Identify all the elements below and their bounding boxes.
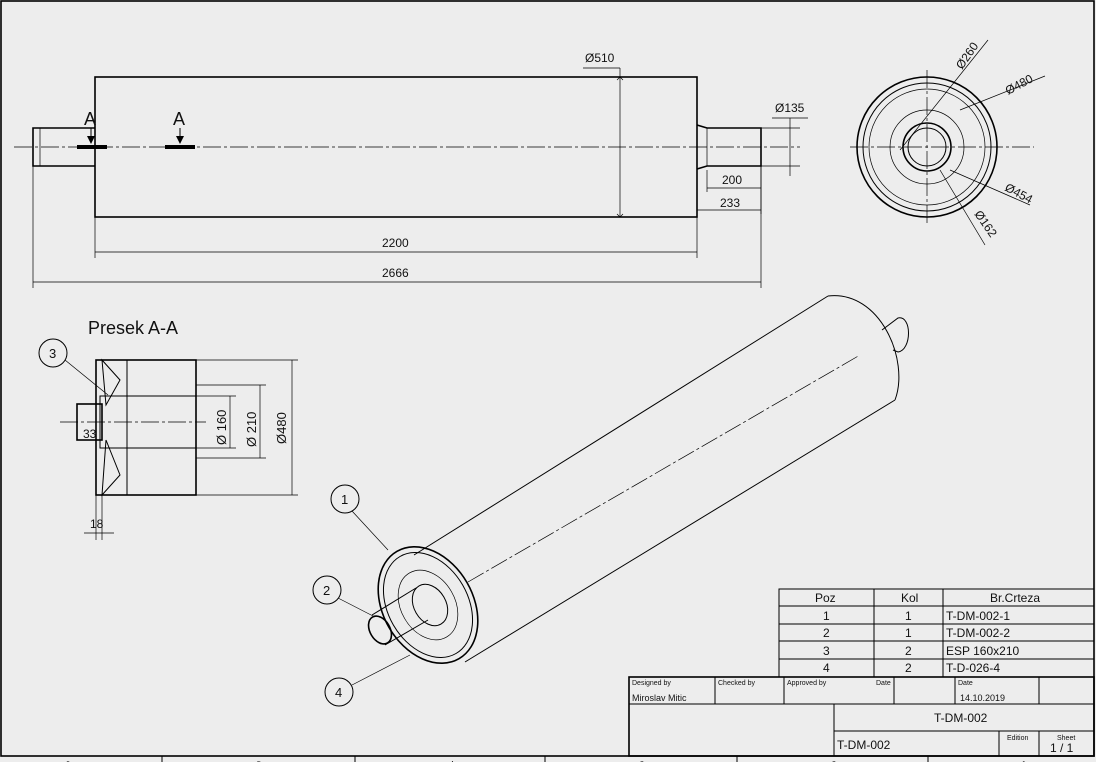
parts-header-kol: Kol <box>901 591 918 605</box>
dim-210: Ø 210 <box>244 412 259 447</box>
iso-view: 1 2 4 <box>312 295 909 707</box>
parts-header-poz: Poz <box>815 591 836 605</box>
date-label: Date <box>876 680 891 687</box>
parts-list: Poz Kol Br.Crteza 1 1 T-DM-002-1 2 1 T-D… <box>778 588 1095 678</box>
balloon-label: 4 <box>335 685 342 700</box>
parts-cell: 1 <box>905 626 912 640</box>
approved-by-label: Approved by <box>787 680 827 687</box>
sheet-number: 1 / 1 <box>1050 741 1074 755</box>
dim-160: Ø 160 <box>214 410 229 445</box>
parts-cell: 2 <box>823 626 830 640</box>
dim-480: Ø480 <box>274 412 289 444</box>
parts-cell: ESP 160x210 <box>946 644 1019 658</box>
parts-cell: 4 <box>823 661 830 675</box>
title-block: Designed by Miroslav Mitic Checked by Ap… <box>628 676 1095 757</box>
parts-cell: T-D-026-4 <box>946 661 1000 675</box>
section-title: Presek A-A <box>88 318 178 338</box>
date-label: Date <box>958 680 973 687</box>
dim-2666: 2666 <box>382 266 409 280</box>
side-view: Ø260 Ø480 Ø454 Ø162 <box>850 39 1046 246</box>
designed-by-label: Designed by <box>632 680 671 687</box>
drawing-title: T-DM-002 <box>934 711 988 725</box>
section-view: Presek A-A 3 33 18 Ø 160 Ø 210 Ø480 <box>38 318 298 540</box>
dim-drum-dia: Ø510 <box>585 51 615 65</box>
dim-side-162: Ø162 <box>972 208 1000 240</box>
parts-cell: 2 <box>905 661 912 675</box>
dim-18: 18 <box>90 517 104 531</box>
parts-cell: T-DM-002-2 <box>946 626 1010 640</box>
parts-cell: 3 <box>823 644 830 658</box>
edition-label: Edition <box>1007 735 1029 742</box>
designed-by: Miroslav Mitic <box>632 693 687 703</box>
parts-cell: 1 <box>823 609 830 623</box>
balloon-label: 1 <box>341 492 348 507</box>
dim-233: 233 <box>720 196 740 210</box>
dim-side-260: Ø260 <box>953 39 981 71</box>
balloon-4 <box>324 677 354 707</box>
dim-shaft-dia: Ø135 <box>775 101 805 115</box>
dim-2200: 2200 <box>382 236 409 250</box>
left-shaft <box>32 127 95 167</box>
section-marker-label: A <box>173 109 185 129</box>
section-marker-label: A <box>84 109 96 129</box>
dim-33: 33 <box>83 427 97 441</box>
balloon-1 <box>330 484 360 514</box>
dim-side-454: Ø454 <box>1003 180 1036 206</box>
parts-cell: 1 <box>905 609 912 623</box>
parts-header-drawing: Br.Crteza <box>990 591 1040 605</box>
parts-cell: 2 <box>905 644 912 658</box>
sheet-label: Sheet <box>1057 735 1075 742</box>
parts-cell: T-DM-002-1 <box>946 609 1010 623</box>
drawing-number: T-DM-002 <box>837 738 891 752</box>
balloon-3: 3 <box>49 346 56 361</box>
date-value: 14.10.2019 <box>960 693 1005 703</box>
checked-by-label: Checked by <box>718 680 755 687</box>
front-view: A A Ø510 Ø135 200 233 2200 2666 <box>14 51 808 288</box>
balloon-2 <box>312 575 342 605</box>
balloon-label: 2 <box>323 583 330 598</box>
zone-marks: 6 5 4 3 2 1 <box>66 756 1026 762</box>
dim-200: 200 <box>722 173 742 187</box>
dim-side-480: Ø480 <box>1003 71 1036 97</box>
